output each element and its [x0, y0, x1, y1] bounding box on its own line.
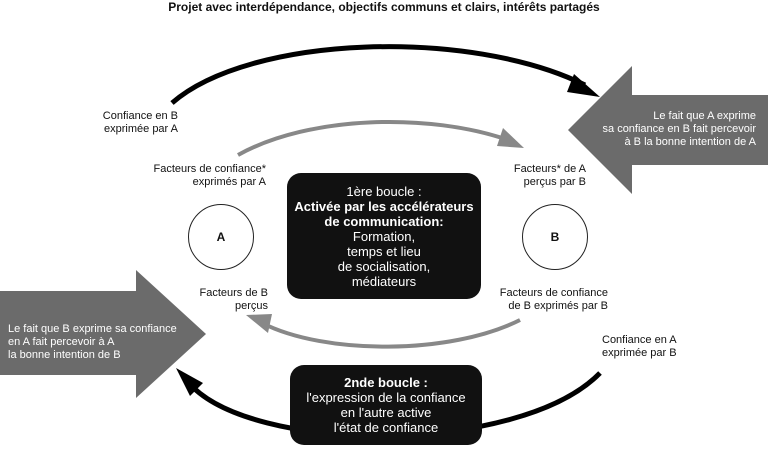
- label-line: Facteurs de confiance: [499, 287, 608, 299]
- callout-left-shape: [0, 270, 206, 398]
- loop2-line: l'expression de la confiance: [306, 390, 466, 405]
- label-facteurs-a-percus-b: Facteurs* de A perçus par B: [514, 163, 586, 189]
- loop2-box: 2nde boucle : l'expression de la confian…: [290, 365, 482, 445]
- label-line: Facteurs de confiance*: [153, 163, 266, 175]
- node-b: B: [522, 204, 588, 270]
- label-line: Facteurs de B: [199, 287, 268, 299]
- inner-arrow-top: [237, 120, 509, 157]
- label-line: exprimée par B: [602, 347, 677, 359]
- outer-arrow-bottom-head: [176, 368, 203, 396]
- label-confiance-b-par-a: Confiance en B exprimée par A: [103, 110, 178, 136]
- label-line: Facteurs* de A: [513, 163, 586, 175]
- callout-line: à B la bonne intention de A: [624, 136, 757, 148]
- label-facteurs-exprimes-b: Facteurs de confiance de B exprimés par …: [500, 287, 608, 313]
- label-line: Confiance en B: [102, 110, 178, 122]
- loop1-line: de communication:: [324, 213, 444, 229]
- inner-arrow-bottom-head: [246, 314, 272, 333]
- label-line: de B exprimés par B: [508, 300, 608, 312]
- loop1-line: 1ère boucle :: [346, 183, 422, 199]
- label-line: perçus par B: [523, 176, 586, 188]
- label-facteurs-b-percus: Facteurs de B perçus: [200, 287, 268, 313]
- outer-arrow-top: [170, 44, 587, 105]
- loop1-line: temps et lieu: [347, 243, 421, 259]
- callout-left-text: Le fait que B exprime sa confiance en A …: [8, 323, 177, 362]
- inner-arrow-bottom: [261, 318, 521, 349]
- outer-arrow-top-head: [567, 74, 600, 97]
- loop1-line: de socialisation,: [337, 258, 431, 274]
- loop2-line: 2nde boucle :: [344, 375, 428, 390]
- node-a: A: [188, 204, 254, 270]
- label-facteurs-exprimes-a: Facteurs de confiance* exprimés par A: [153, 163, 266, 189]
- label-line: exprimée par A: [104, 123, 178, 135]
- callout-line: Le fait que A exprime: [653, 110, 756, 122]
- loop2-line: l'état de confiance: [333, 420, 439, 435]
- label-confiance-a-par-b: Confiance en A exprimée par B: [602, 334, 677, 360]
- label-line: Confiance en A: [602, 334, 677, 346]
- callout-line: en A fait percevoir à A: [8, 336, 115, 348]
- loop2-line: en l'autre active: [340, 405, 432, 420]
- callout-right-text: Le fait que A exprime sa confiance en B …: [603, 110, 756, 149]
- label-line: perçus: [234, 300, 268, 312]
- loop1-line: médiateurs: [351, 273, 417, 289]
- loop1-box: 1ère boucle : Activée par les accélérate…: [287, 173, 481, 299]
- inner-arrow-top-head: [497, 128, 524, 148]
- callout-line: Le fait que B exprime sa confiance: [8, 323, 177, 335]
- callout-line: la bonne intention de B: [8, 349, 121, 361]
- loop1-line: Formation,: [352, 228, 416, 244]
- callout-line: sa confiance en B fait percevoir: [602, 123, 756, 135]
- callout-right-shape: [568, 66, 768, 194]
- label-line: exprimés par A: [192, 176, 266, 188]
- loop1-line: Activée par les accélérateurs: [294, 198, 474, 214]
- diagram-title: Projet avec interdépendance, objectifs c…: [168, 0, 600, 14]
